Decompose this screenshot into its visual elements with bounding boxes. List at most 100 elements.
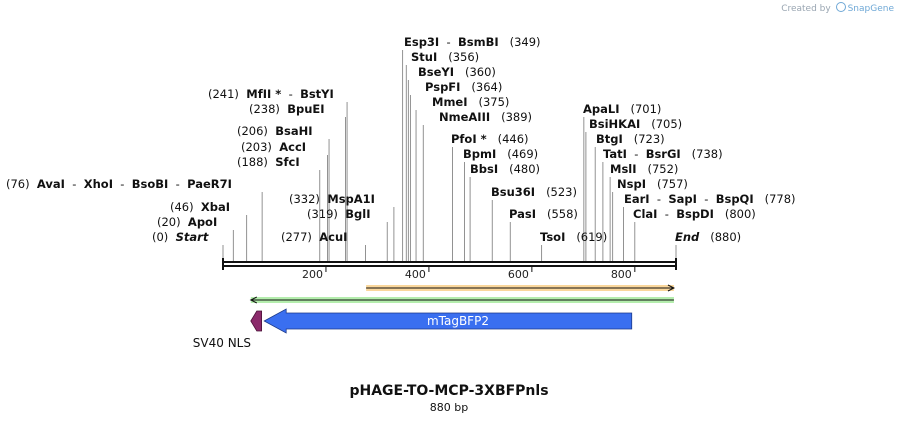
site-name-nspi: NspI — [617, 177, 646, 191]
site-position-bseyi: (360) — [465, 65, 496, 79]
site-name-mfii: MfII * — [246, 87, 281, 101]
axis-tick-label-800: 800 — [611, 268, 632, 281]
site-name-bspdi: BspDI — [676, 207, 714, 221]
site-label-mmei: MmeI (375) — [432, 95, 509, 109]
feature-label-sv40-nls: SV40 NLS — [193, 336, 251, 350]
site-name-btgi: BtgI — [596, 132, 623, 146]
site-name-nmeaiii: NmeAIII — [439, 110, 490, 124]
site-name-bsihkai: BsiHKAI — [589, 117, 640, 131]
site-label-nspi: NspI (757) — [617, 177, 688, 191]
sequence-length: 880 bp — [429, 401, 469, 414]
site-position-xbai: (46) — [170, 200, 194, 214]
site-position-pspfi: (364) — [471, 80, 502, 94]
site-name-bgli: BglI — [345, 207, 370, 221]
site-label-acci: (203) AccI — [241, 140, 306, 154]
site-label-bsu36i: Bsu36I (523) — [491, 185, 577, 199]
site-label-stui: StuI (356) — [411, 50, 479, 64]
site-name-bsahi: BsaHI — [275, 124, 312, 138]
leader-lines — [222, 50, 677, 262]
site-position-stui: (356) — [448, 50, 479, 64]
orf-reverse — [249, 296, 674, 304]
site-name-acci: AccI — [279, 140, 306, 154]
site-name-bpuei: BpuEI — [287, 102, 324, 116]
site-name-clai: ClaI — [633, 207, 657, 221]
axis-tick-label-600: 600 — [508, 268, 529, 281]
site-label-end: End (880) — [675, 230, 741, 244]
snapgene-logo-icon — [835, 2, 846, 12]
site-name-bsrgi: BsrGI — [646, 147, 681, 161]
site-name-pfoi: PfoI * — [451, 132, 487, 146]
site-name-pasi: PasI — [509, 207, 536, 221]
site-label-bpmi: BpmI (469) — [463, 147, 538, 161]
feature-mtagbfp2: mTagBFP2 — [263, 308, 633, 334]
site-label-sfci: (188) SfcI — [237, 155, 300, 169]
site-name-sfci: SfcI — [275, 155, 299, 169]
credit-brand: SnapGene — [847, 4, 894, 14]
feature-sv40-nls: SV40 NLS — [193, 310, 263, 350]
feature-label-mtagbfp2: mTagBFP2 — [427, 314, 489, 328]
site-label-eari: EarI - SapI - BspQI (778) — [624, 192, 796, 206]
site-name-bstyi: BstYI — [300, 87, 334, 101]
site-label-mspa1i: (332) MspA1I — [289, 192, 375, 206]
site-label-bpuei: (238) BpuEI — [249, 102, 325, 116]
site-name-avai: AvaI — [37, 177, 65, 191]
site-name-esp3i: Esp3I — [404, 35, 439, 49]
site-position-tati: (738) — [692, 147, 723, 161]
site-position-nmeaiii: (389) — [501, 110, 532, 124]
site-name-pspfi: PspFI — [425, 80, 460, 94]
site-label-avai: (76) AvaI - XhoI - BsoBI - PaeR7I — [6, 177, 232, 191]
site-position-apoi: (20) — [157, 215, 181, 229]
site-label-xbai: (46) XbaI — [170, 200, 230, 214]
site-position-apali: (701) — [630, 102, 661, 116]
site-label-bbsi: BbsI (480) — [470, 162, 540, 176]
axis-tick-label-200: 200 — [302, 268, 323, 281]
site-label-pspfi: PspFI (364) — [425, 80, 502, 94]
credit: Created by SnapGene — [781, 2, 894, 14]
site-position-sfci: (188) — [237, 155, 268, 169]
site-name-tati: TatI — [603, 147, 627, 161]
site-labels: (0) Start(20) ApoI(46) XbaI(76) AvaI - X… — [6, 35, 796, 244]
site-name-bbsi: BbsI — [470, 162, 498, 176]
site-position-acui: (277) — [281, 230, 312, 244]
site-label-clai: ClaI - BspDI (800) — [633, 207, 756, 221]
site-position-eari: (778) — [765, 192, 796, 206]
site-label-apali: ApaLI (701) — [583, 102, 661, 116]
orf-tracks — [249, 284, 676, 304]
site-label-bsahi: (206) BsaHI — [237, 124, 313, 138]
site-name-mmei: MmeI — [432, 95, 468, 109]
site-name-msli: MslI — [610, 162, 637, 176]
site-position-start: (0) — [152, 230, 168, 244]
site-position-pfoi: (446) — [498, 132, 529, 146]
site-label-start: (0) Start — [152, 230, 209, 244]
site-label-mfii: (241) MfII * - BstYI — [208, 87, 334, 101]
site-name-eari: EarI — [624, 192, 650, 206]
site-label-tsoi: TsoI (619) — [540, 230, 607, 244]
site-label-nmeaiii: NmeAIII (389) — [439, 110, 532, 124]
site-position-mfii: (241) — [208, 87, 239, 101]
site-label-tati: TatI - BsrGI (738) — [603, 147, 723, 161]
site-name-stui: StuI — [411, 50, 437, 64]
site-label-bgli: (319) BglI — [307, 207, 370, 221]
site-position-bgli: (319) — [307, 207, 338, 221]
site-position-mmei: (375) — [478, 95, 509, 109]
site-position-clai: (800) — [725, 207, 756, 221]
site-name-bseyi: BseYI — [418, 65, 454, 79]
site-label-acui: (277) AcuI — [281, 230, 347, 244]
site-position-bpmi: (469) — [507, 147, 538, 161]
site-name-paer7i: PaeR7I — [187, 177, 232, 191]
site-label-bsihkai: BsiHKAI (705) — [589, 117, 682, 131]
site-name-start: Start — [176, 230, 209, 244]
site-name-bsobi: BsoBI — [132, 177, 169, 191]
orf-arrowhead — [667, 284, 676, 292]
site-position-pasi: (558) — [547, 207, 578, 221]
site-name-mspa1i: MspA1I — [327, 192, 375, 206]
site-position-avai: (76) — [6, 177, 30, 191]
site-label-pasi: PasI (558) — [509, 207, 578, 221]
site-name-tsoi: TsoI — [540, 230, 565, 244]
site-position-tsoi: (619) — [576, 230, 607, 244]
sequence-title: pHAGE-TO-MCP-3XBFPnls — [349, 383, 549, 399]
site-position-end: (880) — [710, 230, 741, 244]
site-position-bbsi: (480) — [509, 162, 540, 176]
